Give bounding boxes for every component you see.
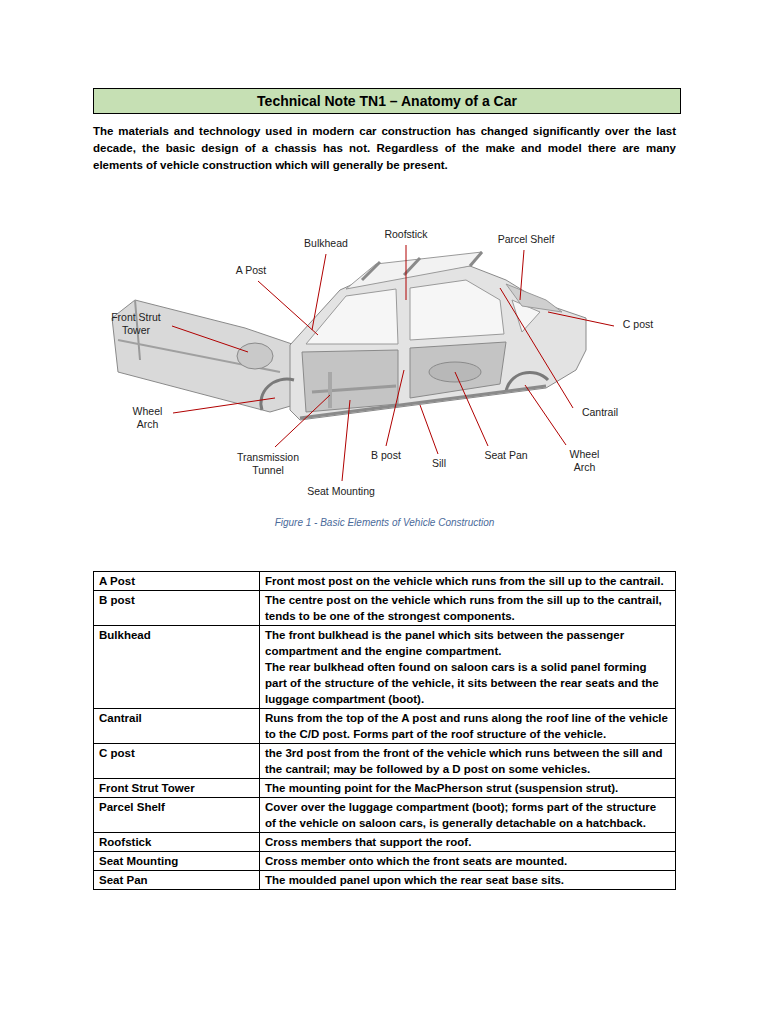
definition-text: Front most post on the vehicle which run…: [265, 573, 670, 589]
term-cell: Bulkhead: [94, 626, 260, 709]
term-text: A Post: [99, 573, 254, 589]
callout-label: C post: [618, 318, 658, 331]
leader-line: [342, 400, 350, 481]
leader-line: [420, 405, 438, 454]
callout-label: A Post: [230, 264, 272, 277]
term-text: Roofstick: [99, 834, 254, 850]
term-cell: Seat Mounting: [94, 852, 260, 871]
definition-text: Cover over the luggage compartment (boot…: [265, 799, 670, 831]
term-text: C post: [99, 745, 254, 761]
definition-text: The moulded panel upon which the rear se…: [265, 872, 670, 888]
term-cell: Cantrail: [94, 709, 260, 744]
term-cell: Roofstick: [94, 833, 260, 852]
definition-cell: Cross members that support the roof.: [260, 833, 676, 852]
callout-label: Roofstick: [378, 228, 434, 241]
definition-text: The rear bulkhead often found on saloon …: [265, 659, 670, 707]
definition-text: the 3rd post from the front of the vehic…: [265, 745, 670, 777]
definition-text: The mounting point for the MacPherson st…: [265, 780, 670, 796]
rear-window-opening: [410, 280, 504, 340]
title-text: Technical Note TN1 – Anatomy of a Car: [257, 93, 517, 109]
leader-line: [548, 312, 614, 326]
definition-cell: The front bulkhead is the panel which si…: [260, 626, 676, 709]
term-cell: B post: [94, 591, 260, 626]
front-window-opening: [306, 289, 398, 344]
callout-label: Parcel Shelf: [493, 233, 559, 246]
leader-line: [173, 398, 275, 413]
term-text: Cantrail: [99, 710, 254, 726]
wheel-arch: [261, 379, 294, 410]
definition-text: Cross members that support the roof.: [265, 834, 670, 850]
term-cell: Parcel Shelf: [94, 798, 260, 833]
transmission-tunnel: [328, 372, 332, 408]
term-text: B post: [99, 592, 254, 608]
table-row: Parcel Shelf Cover over the luggage compa…: [94, 798, 676, 833]
definition-cell: Cross member onto which the front seats …: [260, 852, 676, 871]
leader-line: [275, 395, 330, 447]
definition-cell: Runs from the top of the A post and runs…: [260, 709, 676, 744]
definition-cell: the 3rd post from the front of the vehic…: [260, 744, 676, 779]
callout-label: Wheel Arch: [562, 448, 607, 474]
table-row: Roofstick Cross members that support the …: [94, 833, 676, 852]
table-row: Cantrail Runs from the top of the A post …: [94, 709, 676, 744]
strut-tower: [237, 343, 273, 369]
callout-label: Front Strut Tower: [103, 311, 169, 337]
front-rail: [118, 340, 280, 372]
table-row: C post the 3rd post from the front of the…: [94, 744, 676, 779]
leader-line: [520, 250, 524, 300]
figure-caption: Figure 1 - Basic Elements of Vehicle Con…: [93, 516, 676, 529]
definition-cell: The mounting point for the MacPherson st…: [260, 779, 676, 798]
leader-line: [258, 281, 318, 335]
definition-cell: Cover over the luggage compartment (boot…: [260, 798, 676, 833]
table-row: Front Strut Tower The mounting point for …: [94, 779, 676, 798]
definition-cell: The centre post on the vehicle which run…: [260, 591, 676, 626]
intro-paragraph: The materials and technology used in mod…: [93, 123, 676, 174]
leader-line: [312, 254, 326, 330]
callout-label: Bulkhead: [298, 237, 354, 250]
callout-label: Transmission Tunnel: [228, 451, 308, 477]
table-row: A Post Front most post on the vehicle whi…: [94, 572, 676, 591]
leader-lines: [172, 245, 614, 481]
seat-mounting: [312, 386, 396, 392]
table-row: Seat Mounting Cross member onto which the…: [94, 852, 676, 871]
callout-label: Wheel Arch: [125, 405, 170, 431]
definition-text: Cross member onto which the front seats …: [265, 853, 670, 869]
table-row: B post The centre post on the vehicle whi…: [94, 591, 676, 626]
term-text: Bulkhead: [99, 627, 254, 643]
definition-cell: The moulded panel upon which the rear se…: [260, 871, 676, 890]
definition-text: The front bulkhead is the panel which si…: [265, 627, 670, 659]
callout-label: Seat Mounting: [300, 485, 382, 498]
table-body: A Post Front most post on the vehicle whi…: [94, 572, 676, 890]
definition-text: Runs from the top of the A post and runs…: [265, 710, 670, 742]
term-text: Front Strut Tower: [99, 780, 254, 796]
table-row: Bulkhead The front bulkhead is the panel …: [94, 626, 676, 709]
callout-label: Sill: [427, 457, 451, 470]
leader-line: [455, 372, 488, 446]
term-cell: A Post: [94, 572, 260, 591]
term-text: Seat Pan: [99, 872, 254, 888]
callout-label: Cantrail: [577, 406, 623, 419]
definition-cell: Front most post on the vehicle which run…: [260, 572, 676, 591]
term-text: Seat Mounting: [99, 853, 254, 869]
leader-line: [525, 385, 566, 445]
leader-line: [386, 370, 404, 446]
title-box: Technical Note TN1 – Anatomy of a Car: [93, 88, 681, 114]
body-side: [290, 266, 586, 420]
leader-line: [172, 326, 248, 352]
roofstick: [362, 262, 380, 280]
table-row: Seat Pan The moulded panel upon which the…: [94, 871, 676, 890]
definitions-table: A Post Front most post on the vehicle whi…: [93, 571, 676, 890]
term-cell: C post: [94, 744, 260, 779]
term-text: Parcel Shelf: [99, 799, 254, 815]
callout-label: Seat Pan: [481, 449, 531, 462]
rear-door-opening: [410, 342, 506, 398]
callout-label: B post: [365, 449, 407, 462]
leader-line: [406, 245, 407, 300]
leader-line: [500, 288, 573, 408]
term-cell: Seat Pan: [94, 871, 260, 890]
parcel-shelf: [506, 284, 562, 312]
term-cell: Front Strut Tower: [94, 779, 260, 798]
roofstick: [470, 252, 482, 266]
definition-text: The centre post on the vehicle which run…: [265, 592, 670, 624]
